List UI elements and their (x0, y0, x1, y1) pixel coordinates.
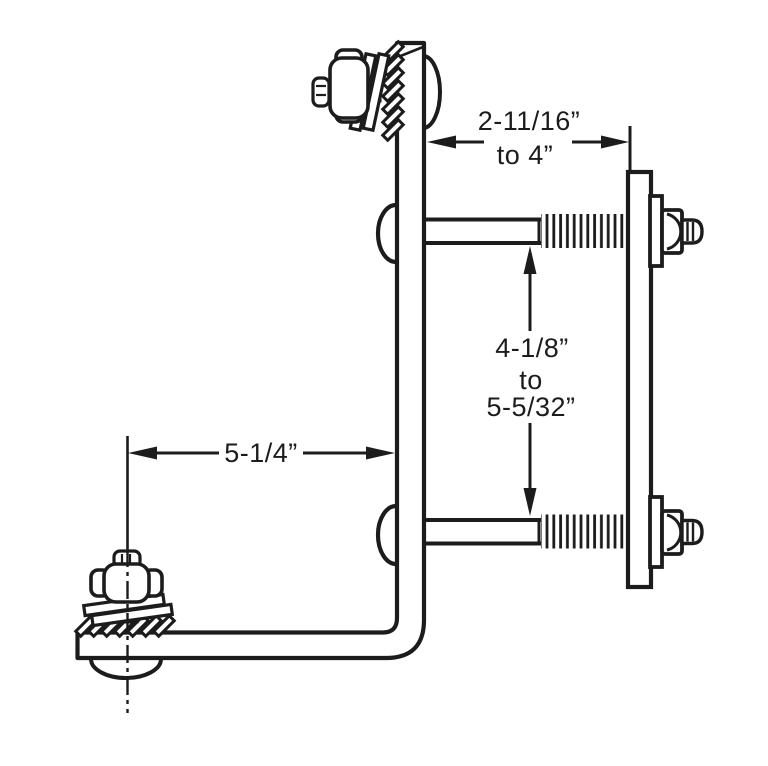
carriage-bolt-dome-heads (89, 54, 442, 680)
mid-dim-label-line2: to (519, 365, 543, 395)
top-carriage-bolt-assembly (311, 39, 406, 143)
left-dimension: 5-1/4” (128, 438, 395, 468)
lower-plate-nut-set (648, 495, 704, 569)
left-dim-label: 5-1/4” (224, 438, 298, 468)
top-dimension: 2-11/16” to 4” (427, 106, 632, 171)
top-serrated-washer (380, 39, 406, 143)
mid-dim-arrow-down (523, 488, 537, 516)
l-bracket-outline (75, 40, 427, 661)
top-bolt-stud (311, 76, 331, 108)
clamp-plate (625, 169, 654, 590)
middle-dimension: 4-1/8” to 5-5/32” (486, 246, 575, 516)
l-bracket (75, 40, 427, 661)
upper-u-bolt-loop (375, 202, 397, 265)
upper-thread-hatch (541, 214, 627, 248)
top-dim-label-line2: to 4” (497, 140, 554, 170)
lower-u-bolt-loop (375, 503, 397, 567)
top-dim-label-line1: 2-11/16” (478, 106, 581, 136)
lower-u-bolt (375, 503, 629, 567)
left-dim-arrow-left (128, 446, 157, 460)
top-dome-head (422, 54, 442, 130)
left-dim-arrow-right (366, 446, 395, 460)
bottom-dome-head (89, 658, 163, 680)
bottom-carriage-bolt-assembly (73, 549, 177, 639)
top-dim-arrow-right (601, 135, 629, 149)
upper-u-bolt (375, 202, 629, 265)
top-dim-arrow-left (427, 135, 456, 149)
mid-dim-label-line1: 4-1/8” (495, 333, 569, 363)
mid-dim-arrow-up (523, 246, 537, 274)
upper-plate-nut-set (648, 194, 704, 268)
lower-thread-hatch (541, 514, 627, 549)
mid-dim-label-line3: 5-5/32” (486, 392, 575, 422)
bar-top-edge-line (397, 45, 424, 59)
top-hex-nut (328, 48, 370, 124)
